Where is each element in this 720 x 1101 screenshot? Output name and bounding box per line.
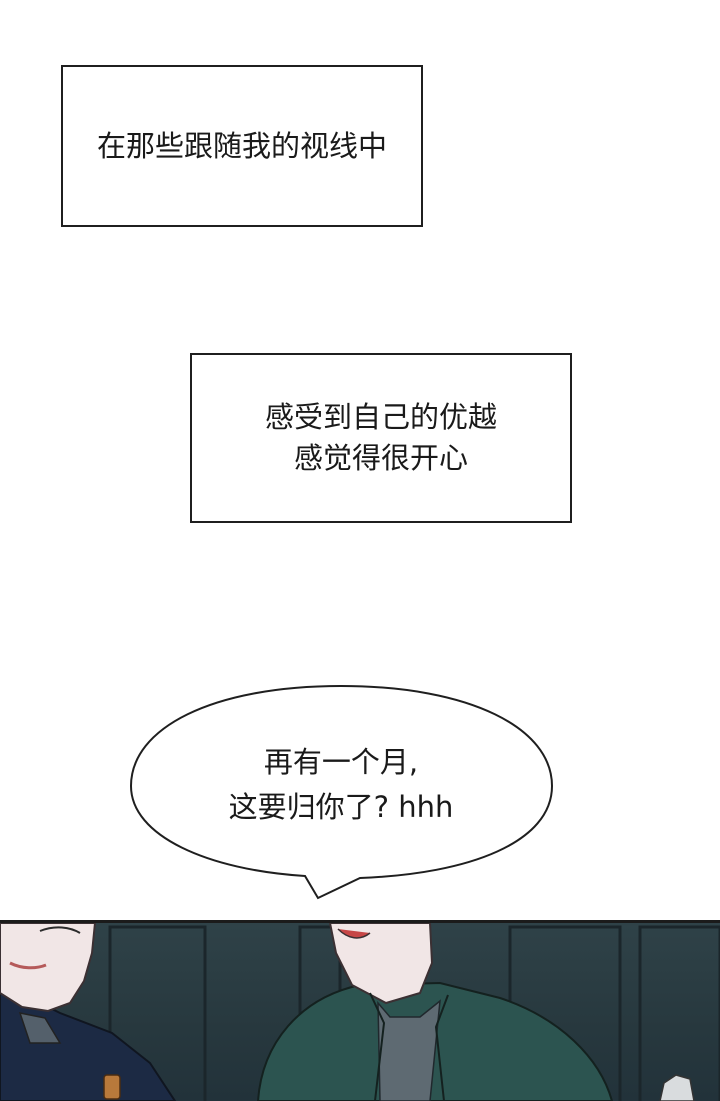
narration-text-2-line-2: 感觉得很开心 (293, 441, 468, 475)
narration-box-2: 感受到自己的优越 感觉得很开心 (190, 353, 572, 523)
speech-line-2: 这要归你了? hhh (228, 790, 454, 824)
background-figure (659, 1074, 695, 1101)
speech-bubble (129, 684, 554, 900)
scene-illustration (0, 923, 720, 1101)
narration-text-2-line-1: 感受到自己的优越 (264, 400, 497, 434)
speech-line-1: 再有一个月, (263, 745, 419, 779)
narration-box-1: 在那些跟随我的视线中 (61, 65, 423, 227)
left-character (0, 923, 177, 1101)
right-character (256, 923, 614, 1101)
speech-bubble-outline (129, 684, 554, 900)
comic-scene-panel (0, 920, 720, 1101)
speech-bubble-text: 再有一个月, 这要归你了? hhh (130, 740, 552, 830)
narration-text-1: 在那些跟随我的视线中 (96, 128, 387, 163)
